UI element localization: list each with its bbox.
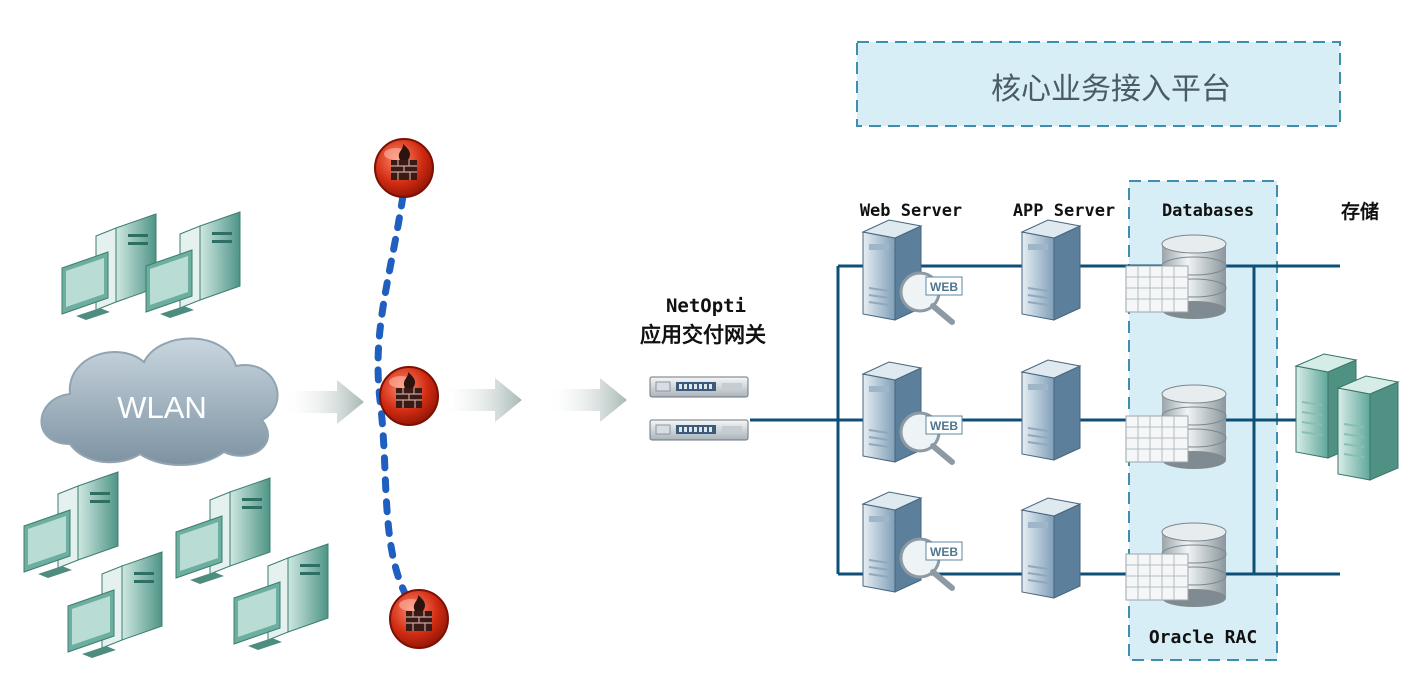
column-header-storage: 存储: [1341, 200, 1379, 223]
web-badge-label: WEB: [930, 545, 958, 559]
pc-icon: [67, 551, 163, 659]
cloud-icon: WLAN: [40, 337, 279, 466]
app-server-icon: [1021, 219, 1081, 321]
pc-icon: [61, 213, 157, 321]
arrow-icon: [545, 378, 627, 422]
firewall-icon: [389, 589, 449, 649]
web-badge-1: WEB: [899, 271, 963, 325]
arrow-icon: [440, 378, 522, 422]
platform-title-box: 核心业务接入平台: [856, 41, 1341, 127]
pc-icon: [175, 477, 271, 585]
firewall-icon: [379, 366, 439, 426]
web-badge-3: WEB: [899, 537, 963, 591]
firewall-icon: [374, 138, 434, 198]
gateway-name: NetOpti: [666, 295, 746, 317]
pc-icon: [145, 211, 241, 319]
web-badge-label: WEB: [930, 280, 958, 294]
gateway-subtitle: 应用交付网关: [640, 323, 766, 347]
column-header-databases: Databases: [1162, 201, 1254, 221]
column-header-app-server: APP Server: [1013, 201, 1115, 221]
cloud-label: WLAN: [117, 390, 207, 425]
storage-icon: [1295, 353, 1399, 481]
column-header-web-server: Web Server: [860, 201, 962, 221]
app-server-icon: [1021, 497, 1081, 599]
pc-icon: [23, 471, 119, 579]
database-cluster-label: Oracle RAC: [1149, 627, 1257, 648]
gateway-appliance-icon: [649, 376, 749, 441]
arrow-icon: [282, 380, 364, 424]
client-pc-group-bottom: [23, 471, 329, 659]
platform-title: 核心业务接入平台: [991, 72, 1231, 107]
web-badge-label: WEB: [930, 419, 958, 433]
client-pc-group-top: [61, 211, 241, 321]
web-badge-2: WEB: [899, 411, 963, 465]
app-server-icon: [1021, 359, 1081, 461]
